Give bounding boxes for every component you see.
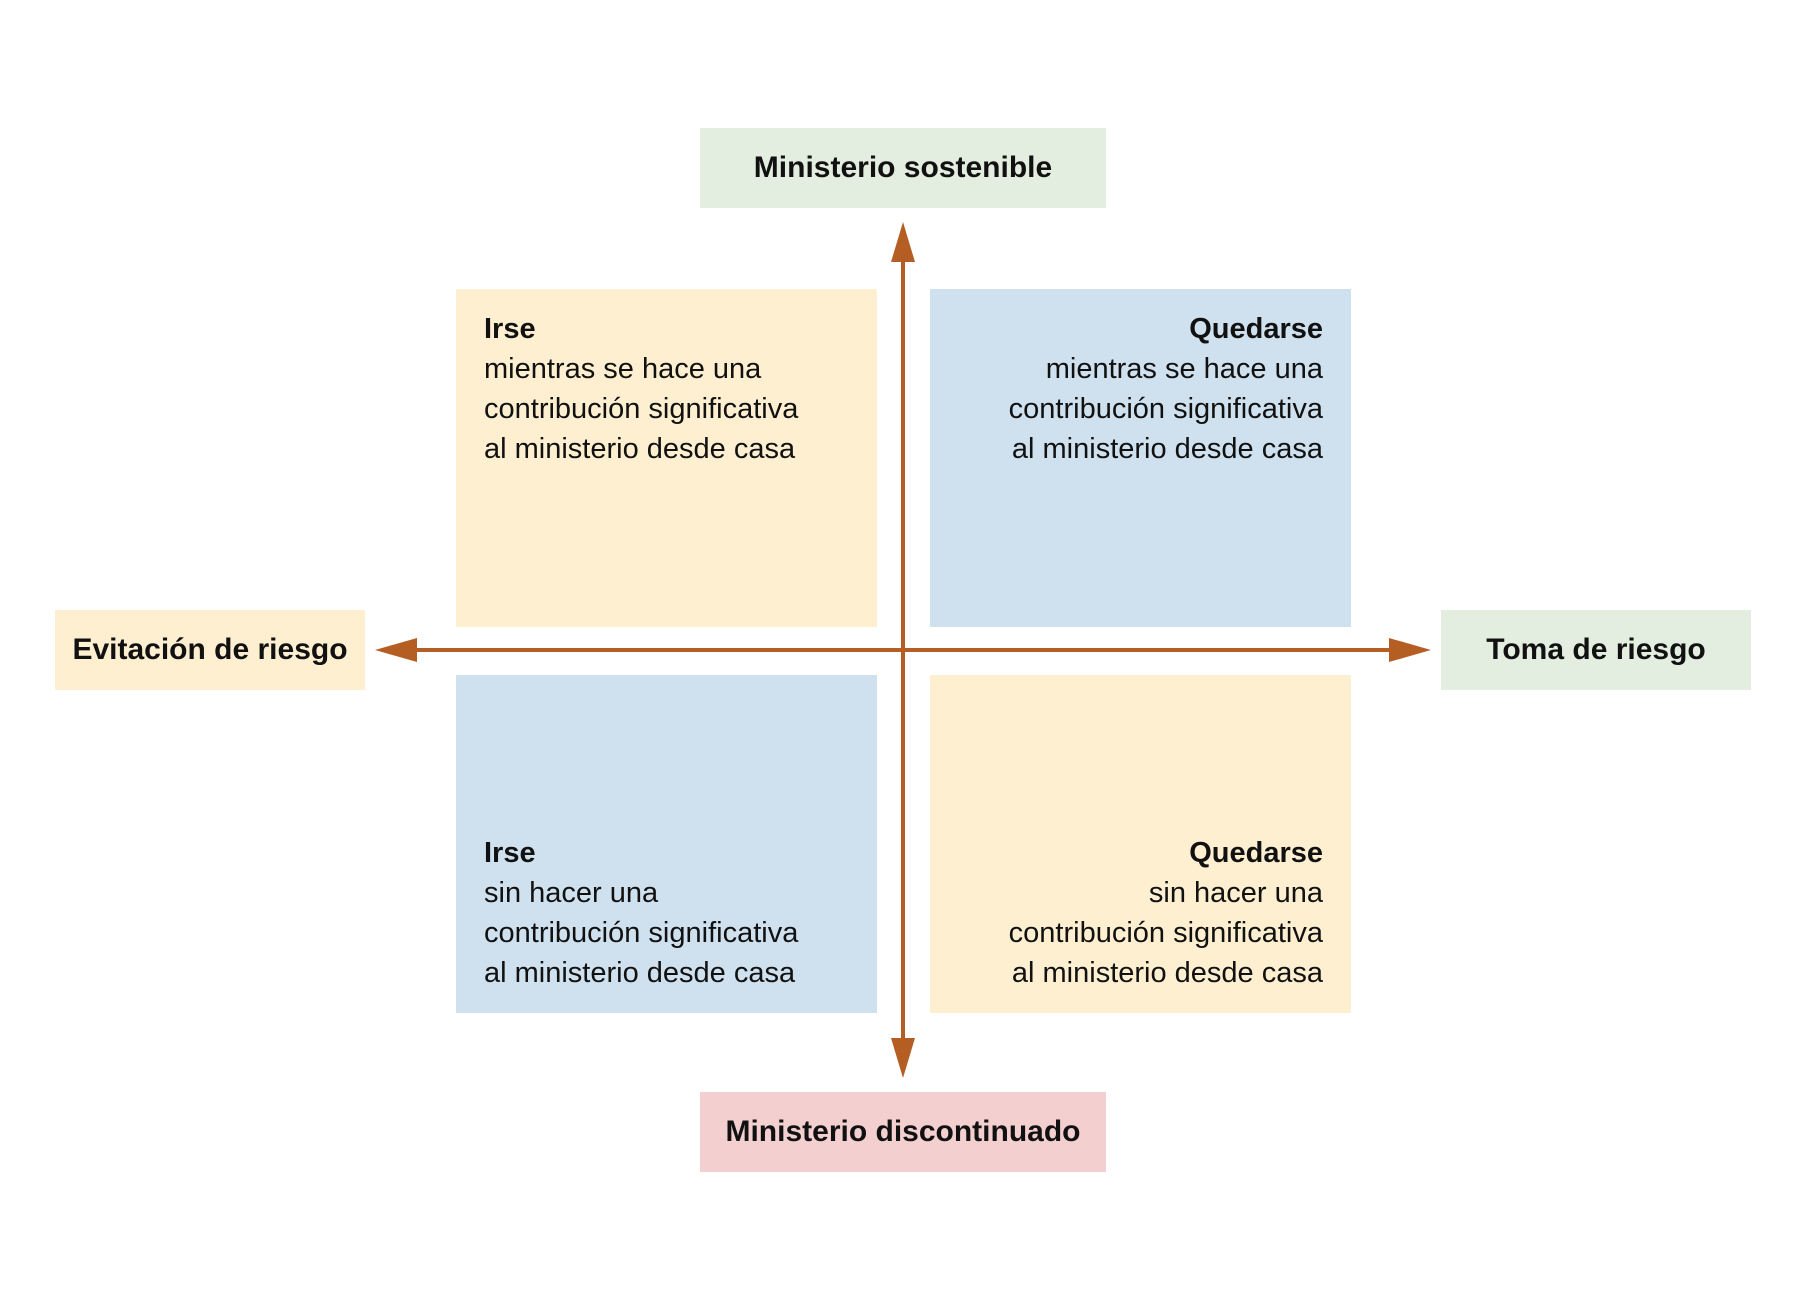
quadrant-text-line: mientras se hace una	[1045, 353, 1323, 385]
quadrant-text-line: al ministerio desde casa	[484, 957, 796, 989]
arrow-right-icon	[1389, 638, 1431, 662]
quadrant-title: Quedarse	[1189, 837, 1323, 869]
quadrant-text-line: contribución significativa	[484, 917, 799, 949]
arrow-down-icon	[891, 1038, 915, 1078]
quadrant-title: Irse	[484, 837, 536, 869]
quadrant-title: Irse	[484, 313, 536, 345]
quadrant-text-line: sin hacer una	[1148, 877, 1323, 909]
label-discontinued-ministry: Ministerio discontinuado	[700, 1092, 1106, 1172]
arrow-up-icon	[891, 222, 915, 262]
quadrant-bottom-left: Irse sin hacer una contribución signific…	[456, 675, 877, 1013]
quadrant-text-line: al ministerio desde casa	[484, 433, 796, 465]
quadrant-text-line: contribución significativa	[1008, 393, 1323, 425]
quadrant-top-right: Quedarse mientras se hace una contribuci…	[930, 289, 1351, 627]
quadrant-text-line: mientras se hace una	[484, 353, 762, 385]
quadrant-text-line: al ministerio desde casa	[1011, 957, 1323, 989]
quadrant-bottom-right: Quedarse sin hacer una contribución sign…	[930, 675, 1351, 1013]
quadrant-title: Quedarse	[1189, 313, 1323, 345]
arrow-left-icon	[375, 638, 417, 662]
quadrant-text-line: sin hacer una	[484, 877, 659, 909]
label-risk-avoidance: Evitación de riesgo	[55, 610, 365, 690]
quadrant-text-line: contribución significativa	[484, 393, 799, 425]
quadrant-text-line: contribución significativa	[1008, 917, 1323, 949]
label-sustainable-ministry: Ministerio sostenible	[700, 128, 1106, 208]
quadrant-top-left: Irse mientras se hace una contribución s…	[456, 289, 877, 627]
label-risk-taking: Toma de riesgo	[1441, 610, 1751, 690]
quadrant-text-line: al ministerio desde casa	[1011, 433, 1323, 465]
